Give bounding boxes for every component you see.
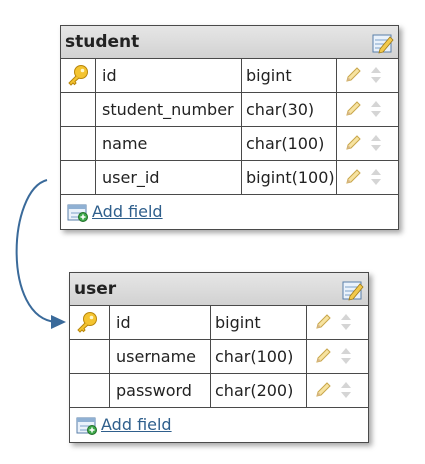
pencil-icon[interactable] xyxy=(344,100,362,118)
relation-arrowhead xyxy=(51,315,66,329)
field-actions xyxy=(336,59,398,92)
reorder-arrows-icon[interactable] xyxy=(370,134,382,152)
field-type: bigint xyxy=(241,59,336,92)
key-cell xyxy=(61,59,95,92)
table-footer: Add field xyxy=(61,194,398,229)
reorder-arrows-icon[interactable] xyxy=(340,313,352,331)
pencil-icon[interactable] xyxy=(314,313,332,331)
pencil-icon[interactable] xyxy=(344,134,362,152)
primary-key-icon xyxy=(77,312,97,333)
field-name: password xyxy=(109,374,210,407)
pencil-icon[interactable] xyxy=(314,347,332,365)
table-student[interactable]: student id bigint xyxy=(60,25,399,230)
field-actions xyxy=(306,340,368,373)
field-actions xyxy=(336,161,398,194)
field-row[interactable]: id bigint xyxy=(70,306,368,340)
table-header[interactable]: user xyxy=(70,273,368,306)
field-list: id bigint student_number char(30) xyxy=(61,59,398,194)
edit-table-icon[interactable] xyxy=(372,32,394,54)
field-row[interactable]: password char(200) xyxy=(70,374,368,407)
field-name: username xyxy=(109,340,210,373)
key-cell xyxy=(61,161,95,194)
relation-line xyxy=(15,179,57,323)
add-field-link[interactable]: Add field xyxy=(92,202,163,221)
key-cell xyxy=(61,93,95,126)
key-cell xyxy=(61,127,95,160)
key-cell xyxy=(70,374,109,407)
add-field-icon[interactable] xyxy=(76,417,98,435)
field-type: char(100) xyxy=(210,340,306,373)
table-user[interactable]: user id bigint xyxy=(69,272,369,443)
table-title: student xyxy=(65,32,140,52)
reorder-arrows-icon[interactable] xyxy=(340,347,352,365)
add-field-icon[interactable] xyxy=(67,204,89,222)
table-title: user xyxy=(74,279,117,299)
field-list: id bigint username char(100) xyxy=(70,306,368,407)
field-type: char(100) xyxy=(241,127,336,160)
field-row[interactable]: id bigint xyxy=(61,59,398,93)
edit-table-icon[interactable] xyxy=(342,279,364,301)
field-name: student_number xyxy=(95,93,241,126)
field-row[interactable]: username char(100) xyxy=(70,340,368,374)
field-name: name xyxy=(95,127,241,160)
key-cell xyxy=(70,340,109,373)
pencil-icon[interactable] xyxy=(344,168,362,186)
reorder-arrows-icon[interactable] xyxy=(370,66,382,84)
field-name: id xyxy=(95,59,241,92)
field-row[interactable]: name char(100) xyxy=(61,127,398,161)
primary-key-icon xyxy=(68,65,88,86)
key-cell xyxy=(70,306,109,339)
add-field-link[interactable]: Add field xyxy=(101,415,172,434)
field-actions xyxy=(306,374,368,407)
field-row[interactable]: user_id bigint(100) xyxy=(61,161,398,194)
field-actions xyxy=(336,127,398,160)
reorder-arrows-icon[interactable] xyxy=(370,100,382,118)
field-name: id xyxy=(109,306,210,339)
field-type: char(200) xyxy=(210,374,306,407)
table-header[interactable]: student xyxy=(61,26,398,59)
field-row[interactable]: student_number char(30) xyxy=(61,93,398,127)
field-type: bigint xyxy=(210,306,306,339)
field-type: bigint(100) xyxy=(241,161,336,194)
field-actions xyxy=(306,306,368,339)
field-actions xyxy=(336,93,398,126)
reorder-arrows-icon[interactable] xyxy=(370,168,382,186)
field-name: user_id xyxy=(95,161,241,194)
reorder-arrows-icon[interactable] xyxy=(340,381,352,399)
pencil-icon[interactable] xyxy=(344,66,362,84)
field-type: char(30) xyxy=(241,93,336,126)
pencil-icon[interactable] xyxy=(314,381,332,399)
table-footer: Add field xyxy=(70,407,368,442)
